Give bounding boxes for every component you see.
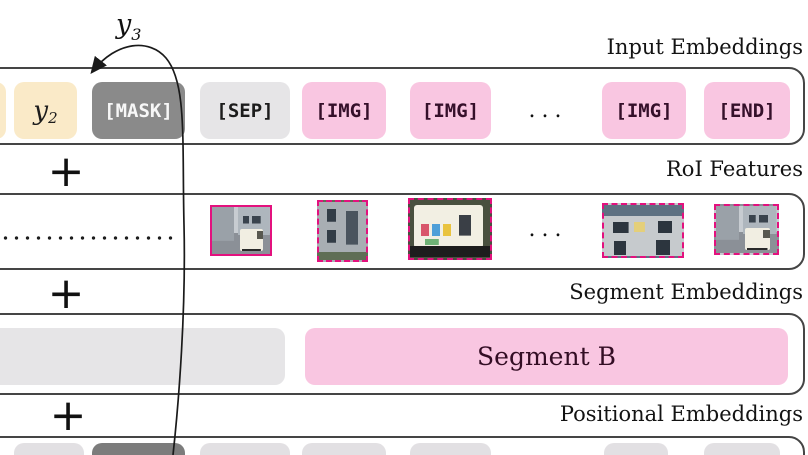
segment-b-box: Segment B [305, 328, 788, 385]
token-end: [END] [704, 82, 790, 139]
roi-thumbnail-ice-cream-truck [408, 198, 492, 260]
input-embeddings-label: Input Embeddings [606, 35, 803, 59]
roi-thumbnail-street-scene-with-ice-cream-truck [210, 205, 272, 256]
positional-embeddings-row [0, 436, 805, 455]
positional-box [200, 443, 290, 455]
roi-ellipsis: ... [528, 216, 568, 242]
token-sep: [SEP] [200, 82, 290, 139]
dotted-leader-line [0, 235, 176, 241]
token-img: [IMG] [410, 82, 491, 139]
positional-embeddings-label: Positional Embeddings [559, 402, 803, 426]
token-img: [IMG] [602, 82, 686, 139]
token-text: [IMG] [421, 99, 480, 122]
positional-box [302, 443, 386, 455]
positional-box [410, 443, 491, 455]
positional-box [604, 443, 668, 455]
roi-thumbnail-street-scene-with-ice-cream-truck-small [714, 204, 779, 255]
predicted-token-annotation: y3 [116, 9, 141, 44]
positional-box [704, 443, 780, 455]
token-word-clipped [0, 82, 6, 139]
annotation-subscript: 3 [131, 25, 142, 44]
segment-a-box [0, 328, 285, 385]
token-text: [MASK] [104, 99, 173, 122]
roi-thumbnail-house-facade [317, 200, 368, 262]
plus-sign: + [47, 146, 85, 197]
token-img: [IMG] [302, 82, 386, 139]
token-subscript: 2 [48, 108, 58, 127]
roi-features-label: RoI Features [665, 157, 803, 181]
positional-box-mask [92, 443, 185, 455]
roi-features-row: ... [0, 193, 805, 270]
token-mask: [MASK] [92, 82, 185, 139]
token-ellipsis: ... [528, 98, 568, 123]
segment-b-label: Segment B [477, 342, 616, 371]
segment-embeddings-label: Segment Embeddings [569, 280, 803, 304]
token-text: [IMG] [615, 99, 673, 122]
token-text: [SEP] [216, 99, 274, 122]
plus-sign: + [49, 390, 87, 441]
token-text: [IMG] [315, 99, 373, 122]
segment-embeddings-row: Segment B [0, 313, 805, 395]
annotation-base: y [116, 9, 132, 40]
plus-sign: + [47, 268, 85, 319]
token-text: [END] [718, 99, 776, 122]
token-text: y [33, 95, 49, 126]
roi-thumbnail-two-story-house [602, 203, 684, 258]
positional-box [14, 443, 84, 455]
